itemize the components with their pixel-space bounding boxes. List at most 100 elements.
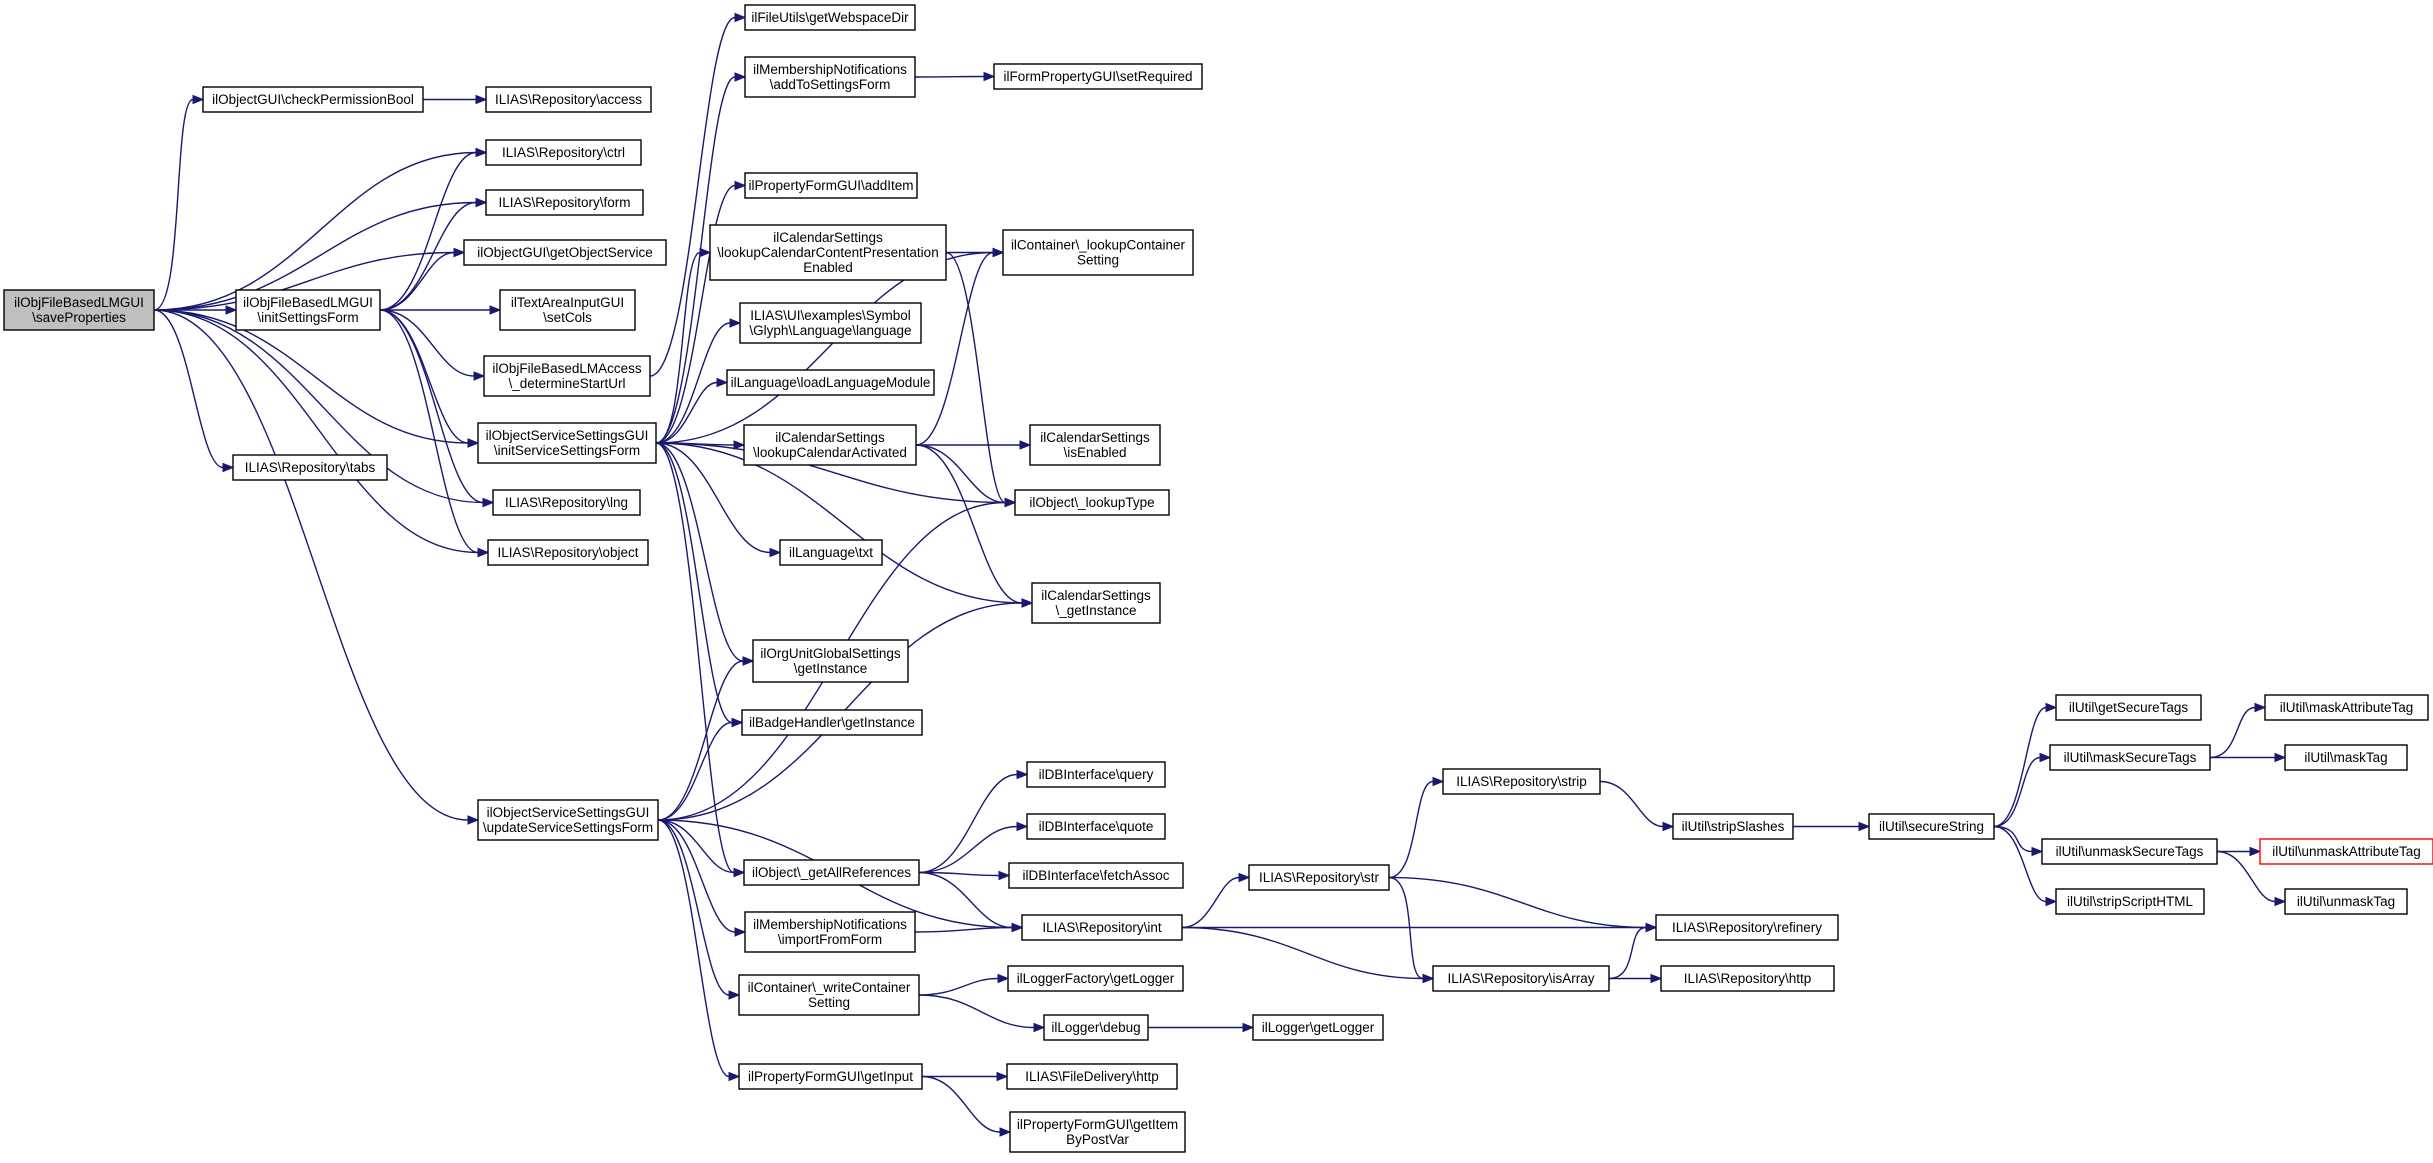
arrowhead [1011, 922, 1024, 933]
node-box [477, 422, 657, 464]
node-ilfileutils-getwebspacedir[interactable]: ilFileUtils\getWebspaceDir [744, 4, 916, 31]
node-label: ilDBInterface\fetchAssoc [1022, 868, 1169, 883]
node-box [744, 56, 916, 98]
node-box [1252, 1014, 1384, 1041]
node-ilutil-unmasktag[interactable]: ilUtil\unmaskTag [2284, 888, 2408, 915]
node-ilobjectservicesettingsgui-initservicesettingsform[interactable]: ilObjectServiceSettingsGUI\initServiceSe… [477, 422, 657, 464]
edge-secureString-to-stripScript [1993, 825, 2047, 903]
node-label: ILIAS\Repository\http [1684, 971, 1812, 986]
node-box [744, 172, 918, 199]
node-ilutil-masksecuretags[interactable]: ilUtil\maskSecureTags [2049, 744, 2211, 771]
edge-updSvc-to-contWrite [657, 819, 730, 996]
node-ilutil-getsecuretags[interactable]: ilUtil\getSecureTags [2055, 694, 2202, 721]
node-ilias-repository-http[interactable]: ILIAS\Repository\http [1660, 965, 1835, 992]
edge-calLookupAct-to-contLookup [915, 251, 994, 446]
arrowhead [2045, 702, 2058, 713]
node-illanguage-txt[interactable]: ilLanguage\txt [779, 539, 883, 566]
node-illoggerfactory-getlogger[interactable]: ilLoggerFactory\getLogger [1007, 965, 1184, 992]
node-ilias-repository-isarray[interactable]: ILIAS\Repository\isArray [1432, 965, 1610, 992]
node-ilias-repository-lng[interactable]: ILIAS\Repository\lng [492, 489, 641, 516]
node-box [485, 139, 642, 166]
node-ilias-repository-str[interactable]: ILIAS\Repository\str [1248, 864, 1390, 891]
node-illogger-debug[interactable]: ilLogger\debug [1043, 1014, 1149, 1041]
node-ilobjectgui-getobjectservice[interactable]: ilObjectGUI\getObjectService [463, 239, 667, 266]
node-box [1007, 965, 1184, 992]
node-ilmembershipnotifications-importfromform[interactable]: ilMembershipNotifications\importFromForm [744, 911, 916, 953]
node-ilmembershipnotifications-addtosettingsform[interactable]: ilMembershipNotifications\addToSettingsF… [744, 56, 916, 98]
arrowhead [999, 1127, 1012, 1137]
node-label: ilObjectGUI\getObjectService [477, 245, 653, 260]
edge-initSvc-to-calGetInst [655, 442, 1023, 604]
arrowhead [1004, 497, 1017, 508]
node-ilias-repository-int[interactable]: ILIAS\Repository\int [1021, 914, 1183, 941]
node-ilias-repository-strip[interactable]: ILIAS\Repository\strip [1442, 768, 1601, 795]
node-ilobject-getallreferences[interactable]: ilObject\_getAllReferences [743, 859, 920, 886]
node-ilobjfilebasedlmgui-initsettingsform[interactable]: ilObjFileBasedLMGUI\initSettingsForm [235, 289, 381, 331]
node-box [1442, 768, 1601, 795]
node-box [752, 639, 909, 683]
node-ildbinterface-quote[interactable]: ilDBInterface\quote [1026, 813, 1166, 840]
node-ilpropertyformgui-getinput[interactable]: ilPropertyFormGUI\getInput [738, 1063, 923, 1090]
node-illanguage-loadlanguagemodule[interactable]: ilLanguage\loadLanguageModule [726, 369, 935, 396]
node-ilutil-securestring[interactable]: ilUtil\secureString [1868, 813, 1995, 840]
node-box [1026, 813, 1166, 840]
node-ilcalendarsettings-lookupcalendaractivated[interactable]: ilCalendarSettings\lookupCalendarActivat… [743, 424, 917, 466]
node-ilobjfilebasedlmgui-saveproperties[interactable]: ilObjFileBasedLMGUI\saveProperties [3, 289, 155, 331]
node-box [1029, 424, 1161, 466]
node-label: ilBadgeHandler\getInstance [749, 715, 915, 730]
edge-initSvc-to-langTxt [655, 442, 771, 554]
edge-repoStr-to-repoStrip [1388, 780, 1434, 879]
node-ilias-repository-ctrl[interactable]: ILIAS\Repository\ctrl [485, 139, 642, 166]
node-ilutil-unmaskattributetag[interactable]: ilUtil\unmaskAttributeTag [2259, 838, 2433, 865]
node-ilutil-maskattributetag[interactable]: ilUtil\maskAttributeTag [2264, 694, 2429, 721]
node-ilias-repository-tabs[interactable]: ILIAS\Repository\tabs [232, 454, 388, 481]
edge-updSvc-to-orgUnit [657, 660, 744, 821]
node-ilobjfilebasedlmaccess-determinestarturl[interactable]: ilObjFileBasedLMAccess\_determineStartUr… [483, 355, 651, 397]
node-label: ilLogger\debug [1051, 1020, 1140, 1035]
node-illogger-getlogger[interactable]: ilLogger\getLogger [1252, 1014, 1384, 1041]
node-ilcalendarsettings-isenabled[interactable]: ilCalendarSettings\isEnabled [1029, 424, 1161, 466]
node-ilobjectgui-checkpermissionbool[interactable]: ilObjectGUI\checkPermissionBool [202, 86, 424, 113]
node-ilorgunitglobalsettings-getinstance[interactable]: ilOrgUnitGlobalSettings\getInstance [752, 639, 909, 683]
node-box [235, 289, 381, 331]
node-label: ilPropertyFormGUI\addItem [748, 178, 913, 193]
edge-initSettings-to-detStart [379, 309, 475, 377]
node-ilcalendarsettings-lookupcalendarcontentpresentation-enabled[interactable]: ilCalendarSettings\lookupCalendarContent… [709, 224, 947, 281]
node-ilformpropertygui-setrequired[interactable]: ilFormPropertyGUI\setRequired [993, 63, 1203, 90]
edge-initSettings-to-repoObject [379, 309, 479, 554]
node-box [487, 539, 649, 566]
node-ilpropertyformgui-additem[interactable]: ilPropertyFormGUI\addItem [744, 172, 918, 199]
node-label: \importFromForm [778, 932, 882, 947]
node-label: ilTextAreaInputGUI [511, 295, 624, 310]
arrowhead [729, 318, 742, 328]
node-ilutil-unmasksecuretags[interactable]: ilUtil\unmaskSecureTags [2041, 838, 2218, 865]
node-ilias-ui-examples-symbol-glyph-language-language[interactable]: ILIAS\UI\examples\Symbol\Glyph\Language\… [739, 302, 922, 344]
edge-initSettings-to-repoLng [379, 309, 484, 504]
node-box [744, 911, 916, 953]
node-ilutil-stripslashes[interactable]: ilUtil\stripSlashes [1672, 813, 1794, 840]
node-ilbadgehandler-getinstance[interactable]: ilBadgeHandler\getInstance [741, 709, 923, 736]
node-ildbinterface-fetchassoc[interactable]: ilDBInterface\fetchAssoc [1008, 862, 1184, 889]
node-ilias-repository-access[interactable]: ILIAS\Repository\access [485, 86, 652, 113]
node-label: \initServiceSettingsForm [494, 443, 640, 458]
node-iltextareainputgui-setcols[interactable]: ilTextAreaInputGUI\setCols [499, 289, 636, 331]
node-ilutil-stripscripthtml[interactable]: ilUtil\stripScriptHTML [2055, 888, 2205, 915]
node-ilias-repository-refinery[interactable]: ILIAS\Repository\refinery [1655, 914, 1839, 941]
arrowhead [1432, 776, 1445, 787]
node-ilias-filedelivery-http[interactable]: ILIAS\FileDelivery\http [1006, 1063, 1178, 1090]
node-ilias-repository-form[interactable]: ILIAS\Repository\form [485, 189, 644, 216]
node-ilobject-lookuptype[interactable]: ilObject\_lookupType [1014, 489, 1170, 516]
node-ildbinterface-query[interactable]: ilDBInterface\query [1026, 761, 1166, 788]
node-ilobjectservicesettingsgui-updateservicesettingsform[interactable]: ilObjectServiceSettingsGUI\updateService… [477, 799, 659, 841]
node-label: ILIAS\FileDelivery\http [1025, 1069, 1159, 1084]
node-label: ilLanguage\loadLanguageModule [731, 375, 931, 390]
node-label: ilFileUtils\getWebspaceDir [751, 10, 909, 25]
node-ilcalendarsettings-getinstance[interactable]: ilCalendarSettings\_getInstance [1031, 582, 1161, 624]
node-label: \updateServiceSettingsForm [483, 820, 653, 835]
arrowhead [997, 973, 1010, 984]
node-ilutil-masktag[interactable]: ilUtil\maskTag [2284, 744, 2408, 771]
node-ilias-repository-object[interactable]: ILIAS\Repository\object [487, 539, 649, 566]
